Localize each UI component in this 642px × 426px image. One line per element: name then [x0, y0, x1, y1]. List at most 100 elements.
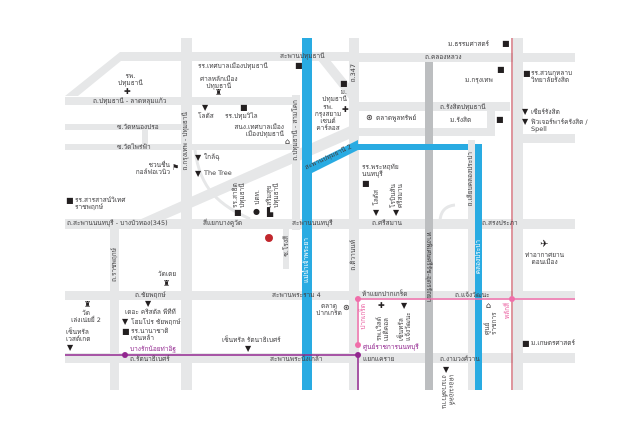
poi[interactable]: เดอะ คริสตัล พีทีที	[125, 308, 176, 316]
market-icon: ⊛	[343, 303, 350, 312]
road-label: สะพานนนทบุรี	[292, 219, 333, 227]
road-label: ทางพิเศษศรีรัช-อุดรรัถยา	[425, 232, 434, 303]
poi[interactable]: ม.กรุงเทพ	[465, 76, 493, 84]
shop-icon: ▼	[401, 301, 408, 310]
school-icon: ■	[66, 196, 74, 205]
shop-icon: ▼	[67, 343, 74, 352]
shop-icon: ▼	[195, 169, 202, 178]
poi[interactable]: เสริมสุข ปทุมธานี	[265, 183, 281, 208]
school-icon: ■	[496, 115, 504, 124]
station-label[interactable]: ปากเกร็ด	[359, 304, 367, 330]
school-icon: ■	[362, 179, 370, 188]
poi[interactable]: รพ. กรุงสยาม เซนต์ คาร์ลอส	[314, 103, 342, 133]
poi[interactable]: รร.สาธิต ปทุมธานี	[231, 183, 247, 208]
poi[interactable]: ตลาด ปากเกร็ด	[316, 302, 342, 318]
poi[interactable]: ม. ปทุมธานี	[322, 88, 347, 104]
poi[interactable]: The Tree	[204, 169, 232, 177]
road-label: สะพานพระราม 4	[272, 291, 321, 299]
poi[interactable]: ม.รังสิต	[450, 116, 472, 124]
poi[interactable]: วัด เล่งเน่ยยี่ 2	[71, 309, 101, 325]
gas-station-icon: ●	[253, 207, 260, 216]
temple-icon: ♜	[84, 300, 92, 309]
poi[interactable]: เซ็นทรัล เวสต์เกต	[66, 328, 91, 344]
poi[interactable]: ตลาดพูลทรัพย์	[376, 114, 417, 122]
building-icon: ⌂	[285, 137, 291, 146]
poi[interactable]: วัดเตย	[158, 270, 177, 278]
road-label: ถ.ศรีสมาน	[372, 219, 402, 227]
shop-icon: ▼	[393, 208, 400, 217]
road-label: แยกแคราย	[363, 355, 395, 363]
canal-label: คลองประปา	[474, 240, 482, 275]
poi[interactable]: รร.นานาชาติ เซ่นหล้า	[131, 327, 169, 343]
station-label[interactable]: ศูนย์ราชการนนทบุรี	[363, 343, 419, 351]
road-label: ถ.กรุงเทพ - ปทุมธานี	[181, 112, 189, 171]
road-label: ถ.ปทุมธานี - ลาดหลุมแก้ว	[93, 97, 167, 105]
poi[interactable]: โรบินสัน ศรีสมาน	[389, 184, 405, 208]
shop-icon: ▼	[522, 107, 529, 116]
road-label: ถ.ปทุมธานี - สามโคก	[291, 100, 299, 161]
poi[interactable]: รร.เทศบาลเมืองปทุมธานี	[198, 62, 268, 70]
poi[interactable]: รร.ปทุมวิไล	[225, 112, 258, 120]
road-label: ถ.ติวานนท์	[349, 240, 357, 271]
station-markers	[122, 296, 515, 358]
river-label: แม่น้ำเจ้าพระยา	[302, 238, 310, 283]
shop-icon: ▼	[443, 365, 450, 374]
poi[interactable]: เซ็นทรัล รัตนาธิเบศร์	[222, 336, 281, 344]
road-label: ถ.สรงประภา	[482, 219, 518, 227]
poi[interactable]: ม.ธรรมศาสตร์	[448, 40, 490, 48]
factory-icon: ▙	[267, 208, 274, 217]
station-label[interactable]: หลักสี่	[503, 303, 511, 320]
poi[interactable]: รร.สวนกุหลาบ วิทยาลัยรังสิต	[531, 69, 573, 85]
road-label: ซ.โรงสี	[282, 236, 290, 257]
airplane-icon: ✈	[540, 239, 549, 250]
poi[interactable]: ชวนชื่น กอล์ฟอเวนิว	[135, 161, 170, 177]
location-marker	[265, 234, 273, 242]
poi[interactable]: เดอะมอลล์ งามวงศ์วาน	[440, 375, 456, 409]
hospital-icon: ✚	[124, 87, 131, 96]
poi[interactable]: สนง.เทศบาลเมือง เมืองปทุมธานี	[234, 123, 284, 139]
poi[interactable]: รพ.เวิลด์ เมดิคอล	[375, 317, 391, 341]
poi[interactable]: ฟิวเจอร์พาร์ครังสิต / Spell	[531, 118, 588, 134]
station-label[interactable]: บางรักน้อยท่าอิฐ	[130, 345, 176, 353]
road-label: ซ.วัดหนองปรอ	[117, 123, 159, 131]
poi[interactable]: รพ. ปทุมธานี	[118, 72, 143, 88]
school-icon: ■	[122, 327, 130, 336]
market-icon: ⊛	[366, 113, 373, 122]
shop-icon: ▼	[245, 344, 252, 353]
poi[interactable]: ท่าอากาศยาน ดอนเมือง	[525, 251, 565, 267]
school-icon: ■	[234, 208, 242, 217]
poi[interactable]: เซียร์รังสิต	[531, 108, 560, 116]
school-icon: ■	[502, 39, 510, 48]
road-label: สี่แยกบางคูวัด	[203, 219, 243, 227]
hospital-icon: ✚	[378, 301, 385, 310]
poi[interactable]: โฮมโปร ชัยพฤกษ์	[131, 318, 181, 326]
road-label: ถ.เลียบคลองประปา	[466, 152, 474, 207]
road-label: ถ.รัตนาธิเบศร์	[130, 355, 170, 363]
shop-icon: ▼	[195, 153, 202, 162]
road-label: สะพานปทุมธานี	[280, 52, 325, 60]
shop-icon: ▼	[202, 103, 209, 112]
road-label: ถ.แจ้งวัฒนะ	[455, 291, 490, 299]
road-label: ถ.คลองหลวง	[425, 53, 462, 61]
poi[interactable]: ศูนย์ ราชการ	[483, 312, 499, 335]
shop-icon: ▼	[522, 117, 529, 126]
road-label: ถ.สะพานนนทบุรี - บางบัวทอง(345)	[67, 219, 168, 227]
poi[interactable]: ปตท.	[253, 190, 261, 205]
school-icon: ■	[295, 61, 303, 70]
road-label: ถ.ชัยพฤกษ์	[135, 291, 166, 299]
poi[interactable]: รร.พระหฤทัย นนทบุรี	[362, 163, 399, 179]
poi[interactable]: โลตัส	[198, 112, 214, 120]
road-label: ถ.งามวงศ์วาน	[440, 355, 480, 363]
poi[interactable]: ใกล้ฉุ	[204, 153, 220, 161]
poi[interactable]: รร.สารสาสน์วิเทศ ราชพฤกษ์	[75, 196, 126, 212]
building-icon: ⌂	[486, 301, 492, 310]
poi[interactable]: เซ็นทรัล แจ้งวัฒนะ	[397, 312, 413, 341]
poi[interactable]: ม.เกษตรศาสตร์	[531, 339, 575, 347]
golf-icon: ⚑	[172, 163, 180, 172]
poi[interactable]: ศาลหลักเมือง ปทุมธานี	[200, 75, 238, 91]
school-icon: ■	[522, 339, 530, 348]
poi[interactable]: โลตัส	[372, 190, 380, 206]
road-label: ถ.รังสิตปทุมธานี	[440, 103, 486, 111]
